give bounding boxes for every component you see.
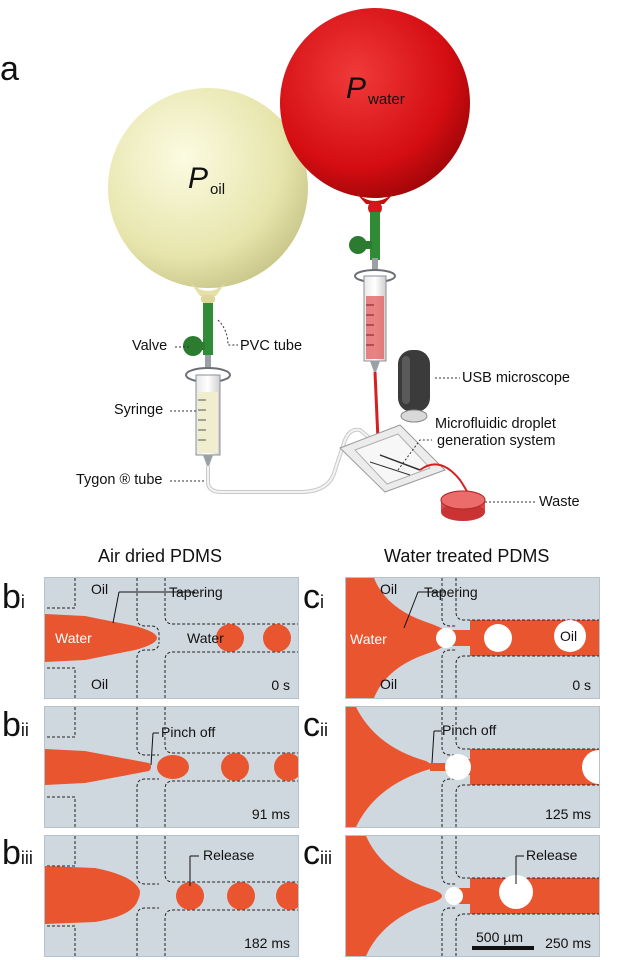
panel-a-letter: a [0,50,19,88]
timestamp: 0 s [271,677,290,693]
oil-pressure-symbol: P [188,162,209,195]
panel-c-letter: c [303,706,320,744]
panel-c2-sub: ii [320,720,328,740]
scale-bar-label: 500 µm [476,929,523,945]
micrograph-c3: Release 500 µm 250 ms [345,835,600,957]
waste-dish [440,490,486,521]
label-oil-top: Oil [91,581,109,597]
panel-c-letter: c [303,834,320,872]
label-oil-bottom: Oil [91,676,109,692]
micrograph-b2: Pinch off 91 ms [44,706,299,828]
label-water: Water [350,631,387,647]
microfluidic-chip [339,424,471,501]
water-syringe [349,212,396,441]
water-pressure-symbol: P [346,72,367,105]
timestamp: 250 ms [545,935,591,951]
panel-c3-letter: ciii [303,836,332,870]
label-pvc-tube: PVC tube [240,338,303,354]
label-release: Release [526,847,578,863]
panel-b2-sub: ii [20,720,29,740]
micrograph-b3: Release 182 ms [44,835,299,957]
panel-b3-letter: biii [2,836,33,870]
label-release: Release [203,847,255,863]
panel-c1-sub: i [320,592,324,612]
label-oil-top: Oil [380,581,398,597]
label-tapering: Tapering [169,584,223,600]
label-pinch-off: Pinch off [161,724,216,740]
setup-illustration [108,8,535,521]
oil-syringe [183,303,374,494]
oil-pressure-subscript: oil [210,181,226,198]
panel-b-letter: b [2,706,21,744]
panel-c-letter: c [303,578,320,616]
timestamp: 0 s [572,677,591,693]
panel-c3-sub: iii [320,848,332,868]
label-microfluidic-2: generation system [437,433,556,449]
micrograph-b1: Oil Tapering Water Water Oil 0 s [44,577,299,699]
label-waste: Waste [539,494,580,510]
label-water: Water [55,630,92,646]
label-pinch-off: Pinch off [442,722,497,738]
water-pressure-subscript: water [368,91,405,108]
timestamp: 91 ms [251,806,290,822]
timestamp: 182 ms [244,935,290,951]
panel-b1-letter: bi [2,580,25,614]
panel-b-letter: b [2,578,21,616]
label-usb-microscope: USB microscope [462,370,570,386]
panel-c2-letter: cii [303,708,328,742]
panel-b3-sub: iii [20,848,33,868]
water-balloon [280,8,470,215]
label-oil-bottom: Oil [380,676,398,692]
timestamp: 125 ms [545,806,591,822]
label-water-right: Water [187,630,224,646]
panel-b2-letter: bii [2,708,29,742]
label-microfluidic-1: Microfluidic droplet [435,416,556,432]
column-b-title: Air dried PDMS [98,546,223,566]
label-tapering: Tapering [424,584,478,600]
label-tygon-tube: Tygon ® tube [76,472,163,488]
micrograph-c1: Oil Tapering Water Oil Oil 0 s [345,577,600,699]
micrograph-c2: Pinch off 125 ms [345,706,600,828]
oil-balloon [108,88,308,303]
label-syringe: Syringe [114,402,164,418]
panel-b1-sub: i [20,592,25,612]
label-valve: Valve [132,338,168,354]
panel-b-letter: b [2,834,21,872]
column-c-title: Water treated PDMS [384,546,550,566]
label-oil-drop: Oil [560,628,578,644]
panel-c1-letter: ci [303,580,324,614]
usb-microscope [398,350,430,423]
